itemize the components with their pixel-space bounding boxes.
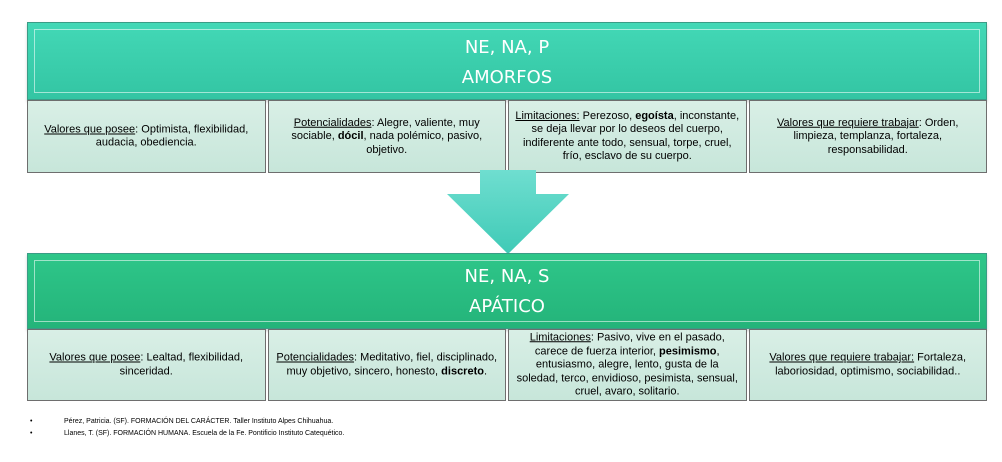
bullet: • — [30, 430, 33, 437]
block-2-cell-valores-trabajar: Valores que requiere trabajar: Fortaleza… — [748, 329, 987, 401]
cell-text: Meditativo, fiel, disciplinado, muy obje… — [286, 351, 498, 378]
cell-text: . — [483, 365, 488, 377]
cell-text: , entusiasmo, alegre, lento, gusta de la… — [516, 344, 738, 398]
bullet: • — [30, 418, 33, 425]
down-arrow-icon — [447, 170, 569, 254]
block-2-title: NE, NA, S — [464, 266, 550, 287]
cell-text: Alegre, valiente, muy sociable, — [291, 116, 480, 142]
block-1-cells: Valores que posee: Optimista, flexibilid… — [27, 100, 987, 173]
cell-text: Optimista, flexibilidad, audacia, obedie… — [95, 123, 249, 149]
block-2-header-frame — [34, 260, 980, 322]
cell-label: Potencialidades — [276, 351, 355, 364]
references-list: • Pérez, Patricia. (SF). FORMACIÓN DEL C… — [30, 416, 344, 440]
cell-label: Valores que posee — [44, 123, 136, 135]
block-2-cell-valores-posee: Valores que posee: Lealtad, flexibilidad… — [27, 329, 266, 401]
cell-label: Potencialidades — [293, 116, 372, 129]
reference-item: • Llanes, T. (SF). FORMACIÓN HUMANA. Esc… — [30, 428, 344, 440]
block-2-subtitle: APÁTICO — [469, 296, 545, 317]
cell-label: Limitaciones: — [515, 109, 580, 122]
cell-label: Valores que posee — [49, 351, 141, 364]
cell-text: , inconstante, se deja llevar por lo des… — [522, 109, 740, 163]
reference-item: • Pérez, Patricia. (SF). FORMACIÓN DEL C… — [30, 416, 344, 428]
reference-text: Pérez, Patricia. (SF). FORMACIÓN DEL CAR… — [64, 418, 334, 425]
block-1-subtitle: AMORFOS — [461, 67, 553, 88]
cell-text: Orden, limpieza, templanza, fortaleza, r… — [793, 116, 959, 156]
block-1-header-frame — [34, 29, 980, 93]
block-2-cell-limitaciones: Limitaciones: Pasivo, vive en el pasado,… — [508, 329, 747, 401]
block-2-header: NE, NA, S APÁTICO — [27, 253, 987, 329]
block-1-cell-potencialidades: Potencialidades: Alegre, valiente, muy s… — [267, 100, 506, 173]
cell-emphasis: dócil — [337, 129, 364, 142]
cell-label: Valores que requiere trabajar — [777, 116, 919, 129]
cell-text: , nada polémico, pasivo, objetivo. — [363, 129, 483, 156]
block-2-cell-potencialidades: Potencialidades: Meditativo, fiel, disci… — [267, 329, 506, 401]
cell-emphasis: egoísta — [635, 109, 674, 122]
block-1-cell-limitaciones: Limitaciones: Perezoso, egoísta, inconst… — [508, 100, 747, 173]
cell-emphasis: discreto — [441, 365, 484, 377]
cell-text: Lealtad, flexibilidad, sinceridad. — [119, 351, 244, 378]
cell-text: Pasivo, vive en el pasado, carece de fue… — [534, 331, 725, 357]
block-1-cell-valores-posee: Valores que posee: Optimista, flexibilid… — [27, 100, 266, 173]
cell-text: Perezoso, — [582, 109, 636, 122]
block-1-title: NE, NA, P — [464, 37, 550, 58]
block-1-header: NE, NA, P AMORFOS — [27, 22, 987, 100]
block-1-cell-valores-trabajar: Valores que requiere trabajar: Orden, li… — [748, 100, 987, 173]
cell-label: Valores que requiere trabajar: — [769, 351, 915, 364]
reference-text: Llanes, T. (SF). FORMACIÓN HUMANA. Escue… — [64, 430, 345, 437]
cell-emphasis: pesimismo — [659, 344, 717, 357]
cell-text: Fortaleza, laboriosidad, optimismo, soci… — [775, 351, 967, 378]
block-2-cells: Valores que posee: Lealtad, flexibilidad… — [27, 329, 987, 401]
cell-label: Limitaciones — [529, 331, 591, 344]
